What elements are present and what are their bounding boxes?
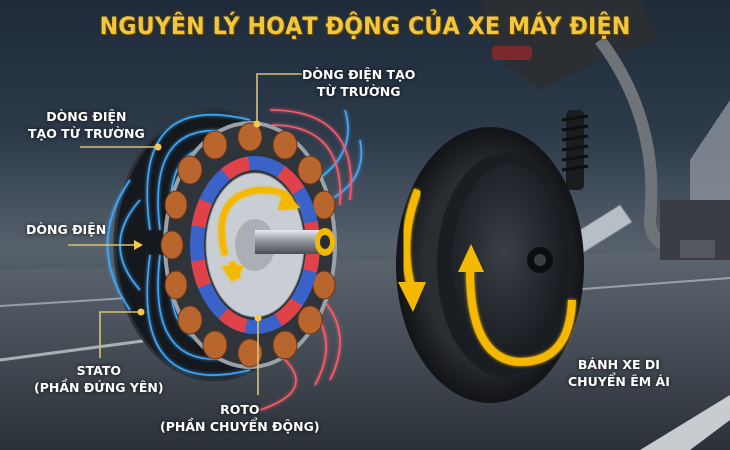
label-field-current-top: DÒNG ĐIỆN TẠO TỪ TRƯỜNG bbox=[302, 67, 416, 99]
leader-lines bbox=[68, 73, 302, 395]
label-current: DÒNG ĐIỆN bbox=[26, 222, 107, 237]
label-rotor: ROTO (PHẦN CHUYỂN ĐỘNG) bbox=[160, 402, 320, 434]
electric-motor bbox=[106, 108, 362, 411]
rotation-arrows bbox=[218, 186, 300, 282]
arrow-up-icon bbox=[458, 244, 484, 272]
leader-dots bbox=[137, 120, 262, 322]
stator-coils bbox=[160, 122, 336, 368]
road bbox=[0, 250, 730, 450]
arrow-right-icon bbox=[134, 240, 143, 250]
label-wheel: BÁNH XE DI CHUYỂN ÊM ÁI bbox=[568, 357, 670, 389]
arrow-down-icon bbox=[398, 282, 426, 312]
page-title: NGUYÊN LÝ HOẠT ĐỘNG CỦA XE MÁY ĐIỆN bbox=[99, 12, 631, 40]
motor-shaft bbox=[235, 219, 335, 271]
rear-wheel bbox=[396, 127, 584, 403]
shock-absorber bbox=[561, 110, 589, 190]
label-field-current-left: DÒNG ĐIỆN TẠO TỪ TRƯỜNG bbox=[28, 109, 145, 141]
label-stator: STATO (PHẦN ĐỨNG YÊN) bbox=[34, 363, 164, 395]
